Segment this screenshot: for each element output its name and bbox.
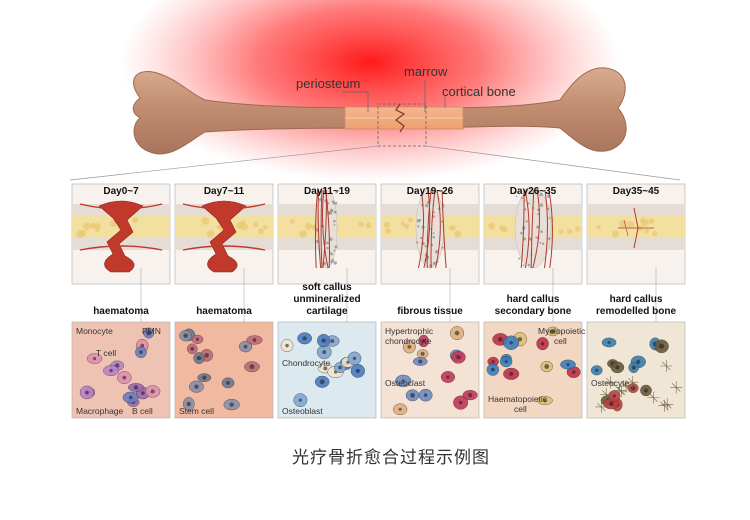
stage-panels: [71, 183, 686, 419]
stage-name-label: secondary bone: [494, 306, 572, 317]
label-marrow: marrow: [404, 64, 448, 79]
stage-panel-6: [586, 183, 686, 419]
stage-panel-4: [380, 183, 480, 419]
cell-type-label: Stem cell: [179, 406, 214, 416]
stage-name-label: hard callus: [609, 294, 663, 305]
stage-name-label: unmineralized: [293, 294, 361, 305]
cell-type-label: Myelopoietic: [538, 326, 586, 336]
cell-type-label: cell: [514, 404, 527, 414]
stage-name-label: soft callus: [302, 282, 352, 293]
stage-day-label: Day26~35: [509, 186, 557, 197]
stage-name-label: haematoma: [196, 306, 252, 317]
cell-type-label: Monocyte: [76, 326, 113, 336]
cell-type-label: cell: [554, 336, 567, 346]
stage-panel-5: [483, 183, 583, 419]
cell-type-label: Osteocyte: [591, 378, 630, 388]
cell-type-label: Osteoblast: [282, 406, 323, 416]
stage-day-label: Day11~19: [304, 186, 350, 197]
cell-type-label: Chondrocyte: [282, 358, 331, 368]
stage-name-label: cartilage: [306, 306, 348, 317]
stage-name-label: remodelled bone: [595, 306, 676, 317]
cell-type-label: chondrocyte: [385, 336, 432, 346]
light-glow: [120, 0, 620, 182]
cell-type-label: T cell: [96, 348, 117, 358]
label-cortical-bone: cortical bone: [442, 84, 516, 99]
cell-type-label: B cell: [132, 406, 153, 416]
stage-panel-1: [71, 183, 171, 419]
figure-caption: 光疗骨折愈合过程示例图: [292, 448, 490, 467]
stage-day-label: Day0~7: [103, 186, 139, 197]
cell-type-label: Macrophage: [76, 406, 124, 416]
cell-type-label: Osteoclast: [385, 378, 426, 388]
cell-type-label: Haematopoietic: [488, 394, 548, 404]
stage-name-label: fibrous tissue: [397, 306, 463, 317]
femur-bone: [132, 67, 627, 155]
zoom-indicator: [69, 103, 681, 181]
stage-day-label: Day35~45: [612, 186, 660, 197]
stage-name-label: haematoma: [93, 306, 149, 317]
stage-name-label: hard callus: [506, 294, 560, 305]
label-periosteum: periosteum: [296, 76, 361, 91]
cell-type-label: Hypertrophic: [385, 326, 434, 336]
stage-day-label: Day7~11: [203, 186, 245, 197]
label-pointers: [342, 80, 446, 112]
cell-type-label: PMN: [142, 326, 161, 336]
stage-day-label: Day19~26: [406, 186, 454, 197]
stage-panel-3: [277, 183, 377, 419]
stage-panel-2: [174, 183, 274, 419]
